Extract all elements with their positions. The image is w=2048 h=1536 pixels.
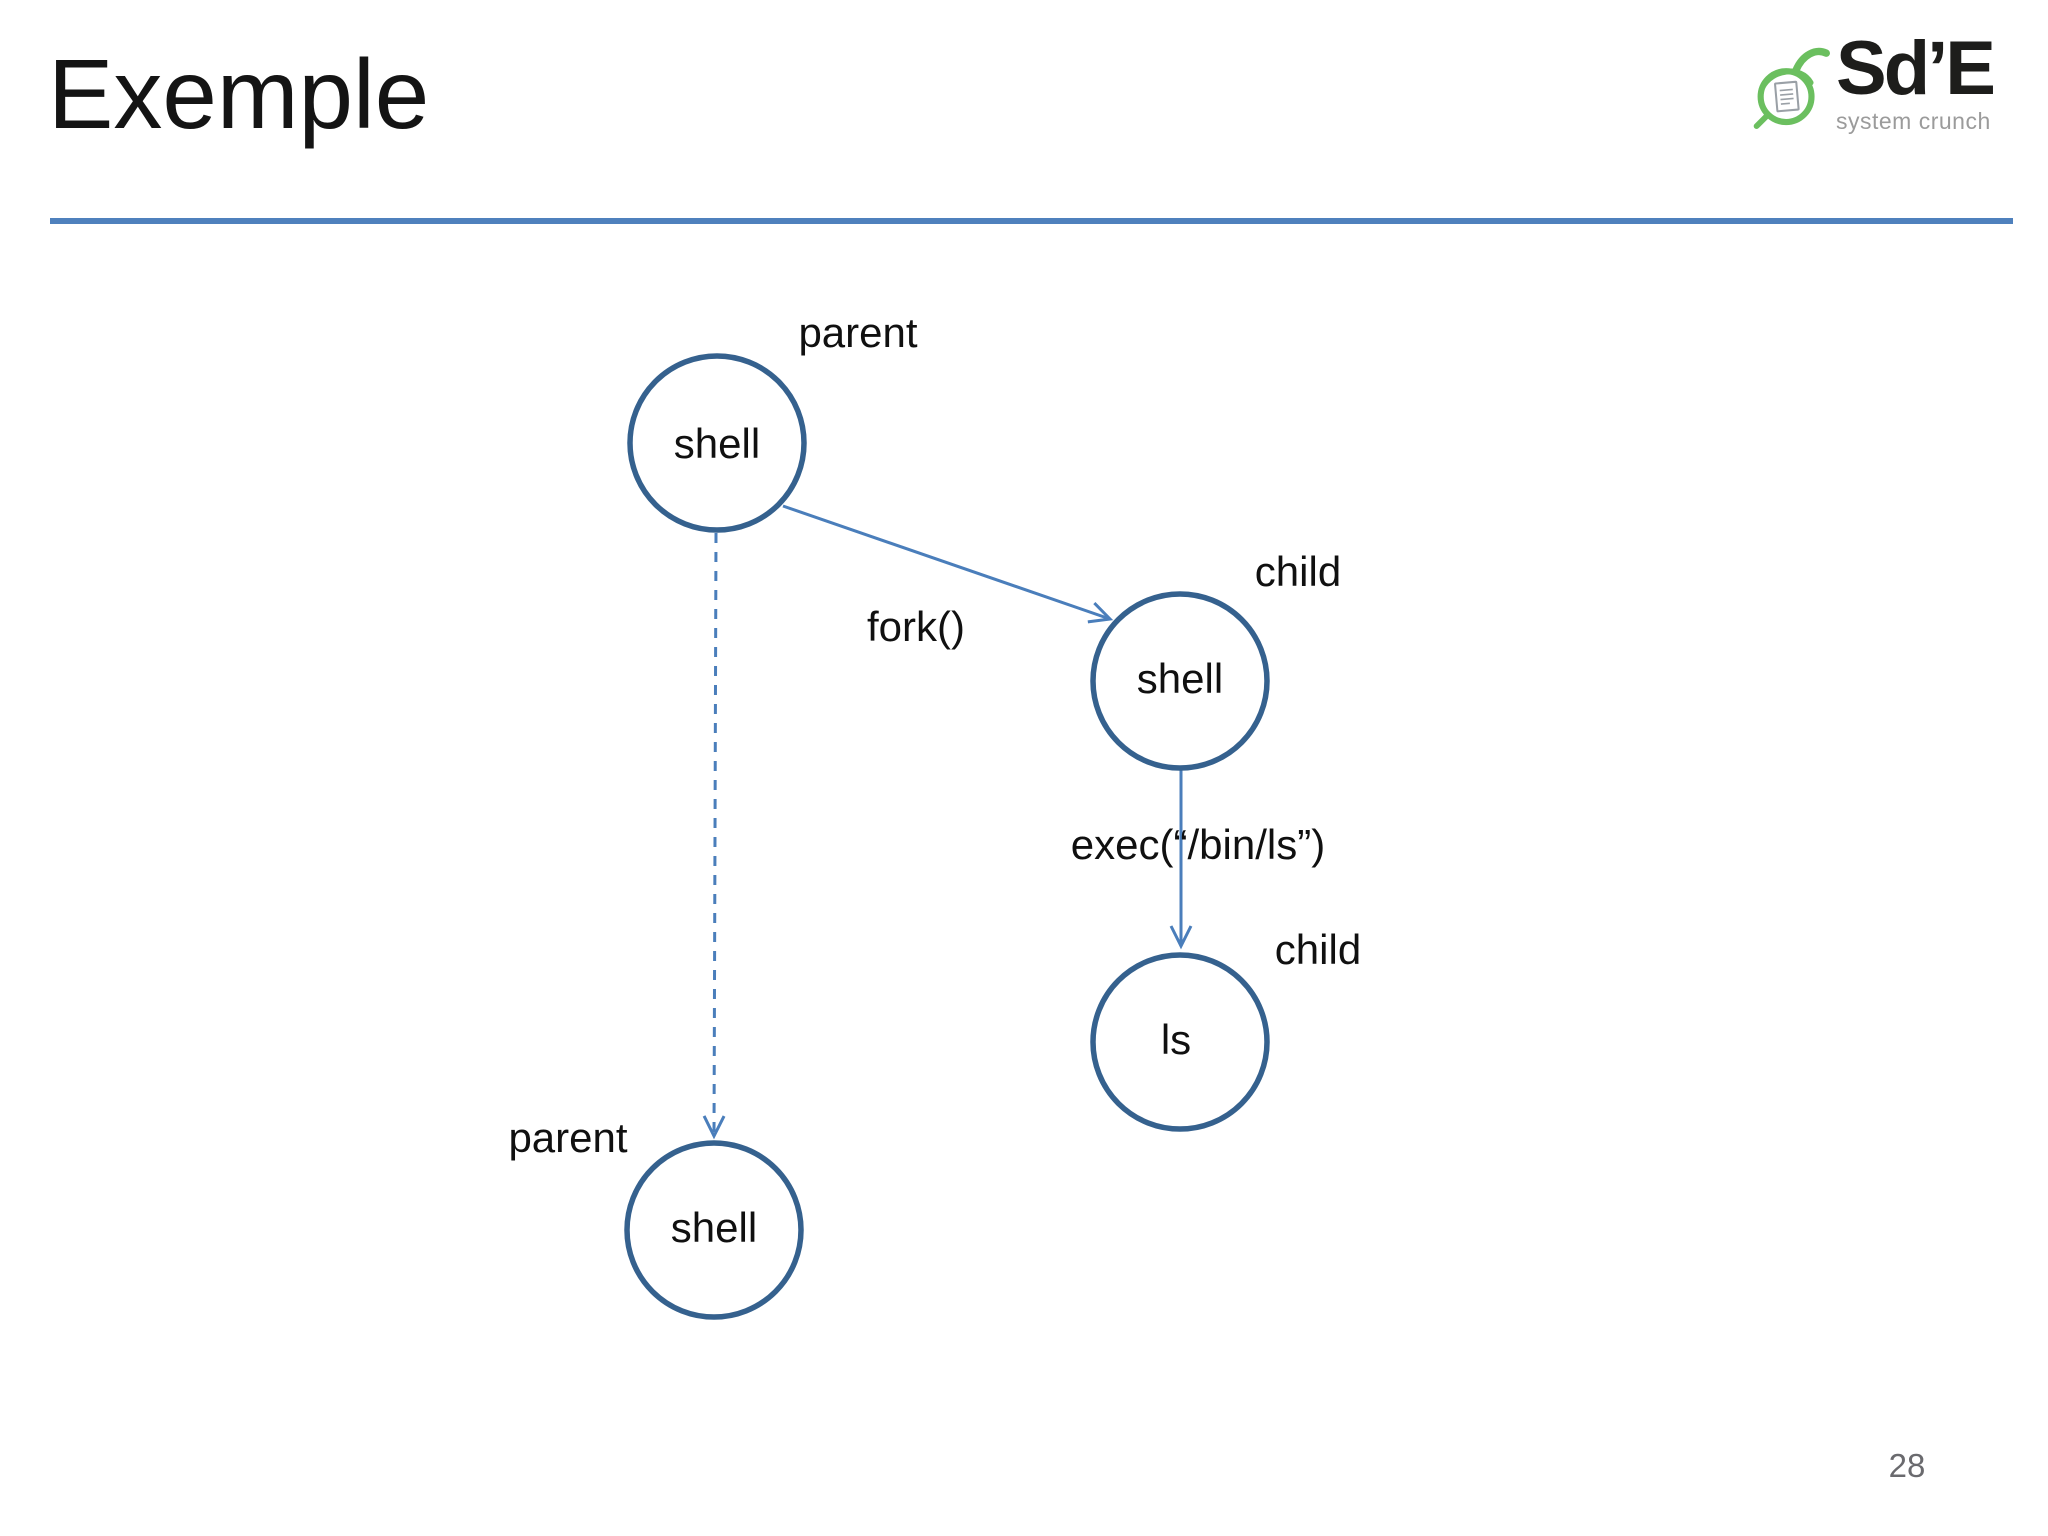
edge-label-fork: fork()	[867, 603, 965, 650]
node-shell-child	[1090, 591, 1270, 771]
logo-brand-name: Sd’E	[1836, 26, 1996, 111]
acorn-cap-line	[1759, 68, 1814, 91]
edge-label-exec: exec(“/bin/ls”)	[1070, 821, 1326, 868]
title-underline	[50, 218, 2013, 224]
brand-logo: Sd’E system crunch	[1750, 26, 1996, 135]
acorn-logo-icon	[1753, 47, 1830, 129]
acorn-stem	[1792, 47, 1830, 75]
document-icon	[1774, 80, 1800, 113]
role-label-child-ls: child	[1274, 926, 1362, 973]
logo-tagline: system crunch	[1836, 107, 1991, 134]
node-label-shell-parent-bottom: shell	[670, 1204, 758, 1251]
node-shell-parent-top	[627, 353, 807, 533]
node-label-shell-parent-top: shell	[673, 420, 761, 467]
edge-fork	[782, 504, 1114, 624]
node-shell-parent-bottom	[624, 1140, 804, 1320]
node-label-shell-child: shell	[1136, 655, 1224, 702]
slide-title: Exemple	[48, 39, 430, 149]
page-number: 28	[1888, 1447, 1926, 1484]
node-label-ls-child: ls	[1160, 1016, 1192, 1063]
role-label-parent-top: parent	[798, 309, 918, 356]
edge-dashed-parent-continues	[702, 532, 726, 1140]
logo-text-block: Sd’E system crunch	[1836, 26, 1996, 135]
role-label-child-shell: child	[1254, 548, 1342, 595]
node-ls-child	[1090, 952, 1270, 1132]
acorn-tip	[1753, 113, 1770, 129]
role-label-parent-bottom: parent	[508, 1114, 628, 1161]
